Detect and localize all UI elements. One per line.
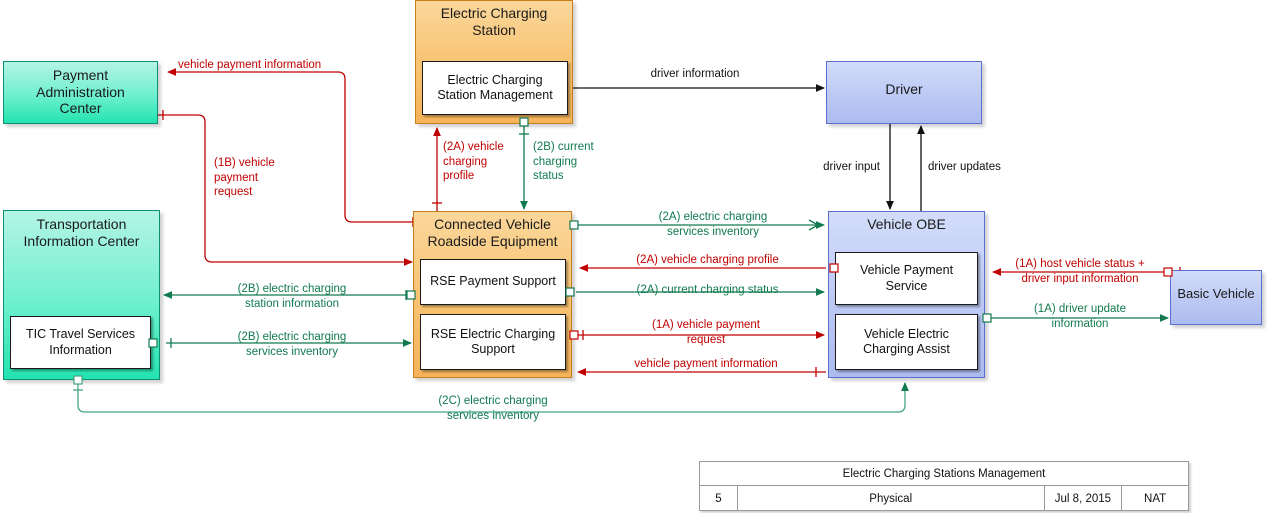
subnode-label: TIC Travel Services Information <box>25 327 136 357</box>
subnode-tic-travel-services-information[interactable]: TIC Travel Services Information <box>10 316 151 369</box>
node-title: Connected Vehicle Roadside Equipment <box>427 216 558 249</box>
node-title: Driver <box>885 81 923 97</box>
flow-label-2a-current-charging-status: (2A) current charging status <box>636 284 779 296</box>
subnode-label: Vehicle Electric Charging Assist <box>863 326 950 356</box>
node-basic-vehicle[interactable]: Basic Vehicle <box>1170 270 1262 325</box>
title-block-number: 5 <box>700 486 738 511</box>
subnode-rse-electric-charging-support[interactable]: RSE Electric Charging Support <box>420 314 566 370</box>
flow-label-driver-updates: driver updates <box>928 161 1001 173</box>
flow-label-driver-input: driver input <box>823 161 880 173</box>
title-block-date: Jul 8, 2015 <box>1045 486 1123 511</box>
flow-label-1a-host-vehicle-status: (1A) host vehicle status + driver input … <box>1015 258 1145 285</box>
node-title: Vehicle OBE <box>867 216 946 232</box>
flow-label-2b-current-charging-status-down: (2B) current charging status <box>533 141 594 183</box>
node-payment-administration-center[interactable]: Payment Administration Center <box>3 61 158 124</box>
node-title: Basic Vehicle <box>1177 286 1255 301</box>
title-block: Electric Charging Stations Management 5 … <box>699 461 1189 511</box>
flow-label-driver-information: driver information <box>650 68 740 80</box>
flow-label-1a-vehicle-payment-request: (1A) vehicle payment request <box>651 319 761 346</box>
subnode-rse-payment-support[interactable]: RSE Payment Support <box>420 259 566 305</box>
subnode-label: RSE Payment Support <box>430 274 556 289</box>
title-block-organization: NAT <box>1144 492 1167 505</box>
subnode-vehicle-electric-charging-assist[interactable]: Vehicle Electric Charging Assist <box>835 314 978 370</box>
node-driver[interactable]: Driver <box>826 61 982 124</box>
subnode-label: RSE Electric Charging Support <box>430 326 556 356</box>
flow-label-2b-electric-charging-services-inventory: (2B) electric charging services inventor… <box>237 331 347 358</box>
edge-vehicle-payment-information-top <box>167 68 414 227</box>
flow-label-2a-vehicle-charging-profile: (2A) vehicle charging profile <box>636 254 779 266</box>
flow-label-1b-vehicle-payment-request: (1B) vehicle payment request <box>214 157 275 199</box>
flow-label-2c-electric-charging-services-inventory: (2C) electric charging services inventor… <box>438 395 548 422</box>
flow-label-2b-electric-charging-station-information: (2B) electric charging station informati… <box>237 283 347 310</box>
flow-label-2a-vehicle-charging-profile-up: (2A) vehicle charging profile <box>443 141 504 183</box>
title-block-name: Electric Charging Stations Management <box>700 462 1188 486</box>
subnode-label: Vehicle Payment Service <box>859 263 954 293</box>
flow-label-vehicle-payment-information-top: vehicle payment information <box>178 59 322 71</box>
node-title: Payment Administration Center <box>36 67 125 117</box>
flow-label-vehicle-payment-information-bottom: vehicle payment information <box>634 358 778 370</box>
edge-2a-vehicle-charging-profile-up <box>432 127 442 213</box>
node-title: Transportation Information Center <box>23 216 140 249</box>
title-block-row: 5 Physical Jul 8, 2015 NAT <box>700 486 1188 511</box>
node-title: Electric Charging Station <box>440 5 548 38</box>
flow-label-1a-driver-update-information: (1A) driver update information <box>1033 303 1127 330</box>
flow-label-2a-electric-charging-services-inventory: (2A) electric charging services inventor… <box>658 211 768 238</box>
subnode-electric-charging-station-management[interactable]: Electric Charging Station Management <box>422 61 568 115</box>
subnode-vehicle-payment-service[interactable]: Vehicle Payment Service <box>835 252 978 305</box>
title-block-view: Physical <box>738 486 1045 511</box>
subnode-label: Electric Charging Station Management <box>437 72 553 102</box>
